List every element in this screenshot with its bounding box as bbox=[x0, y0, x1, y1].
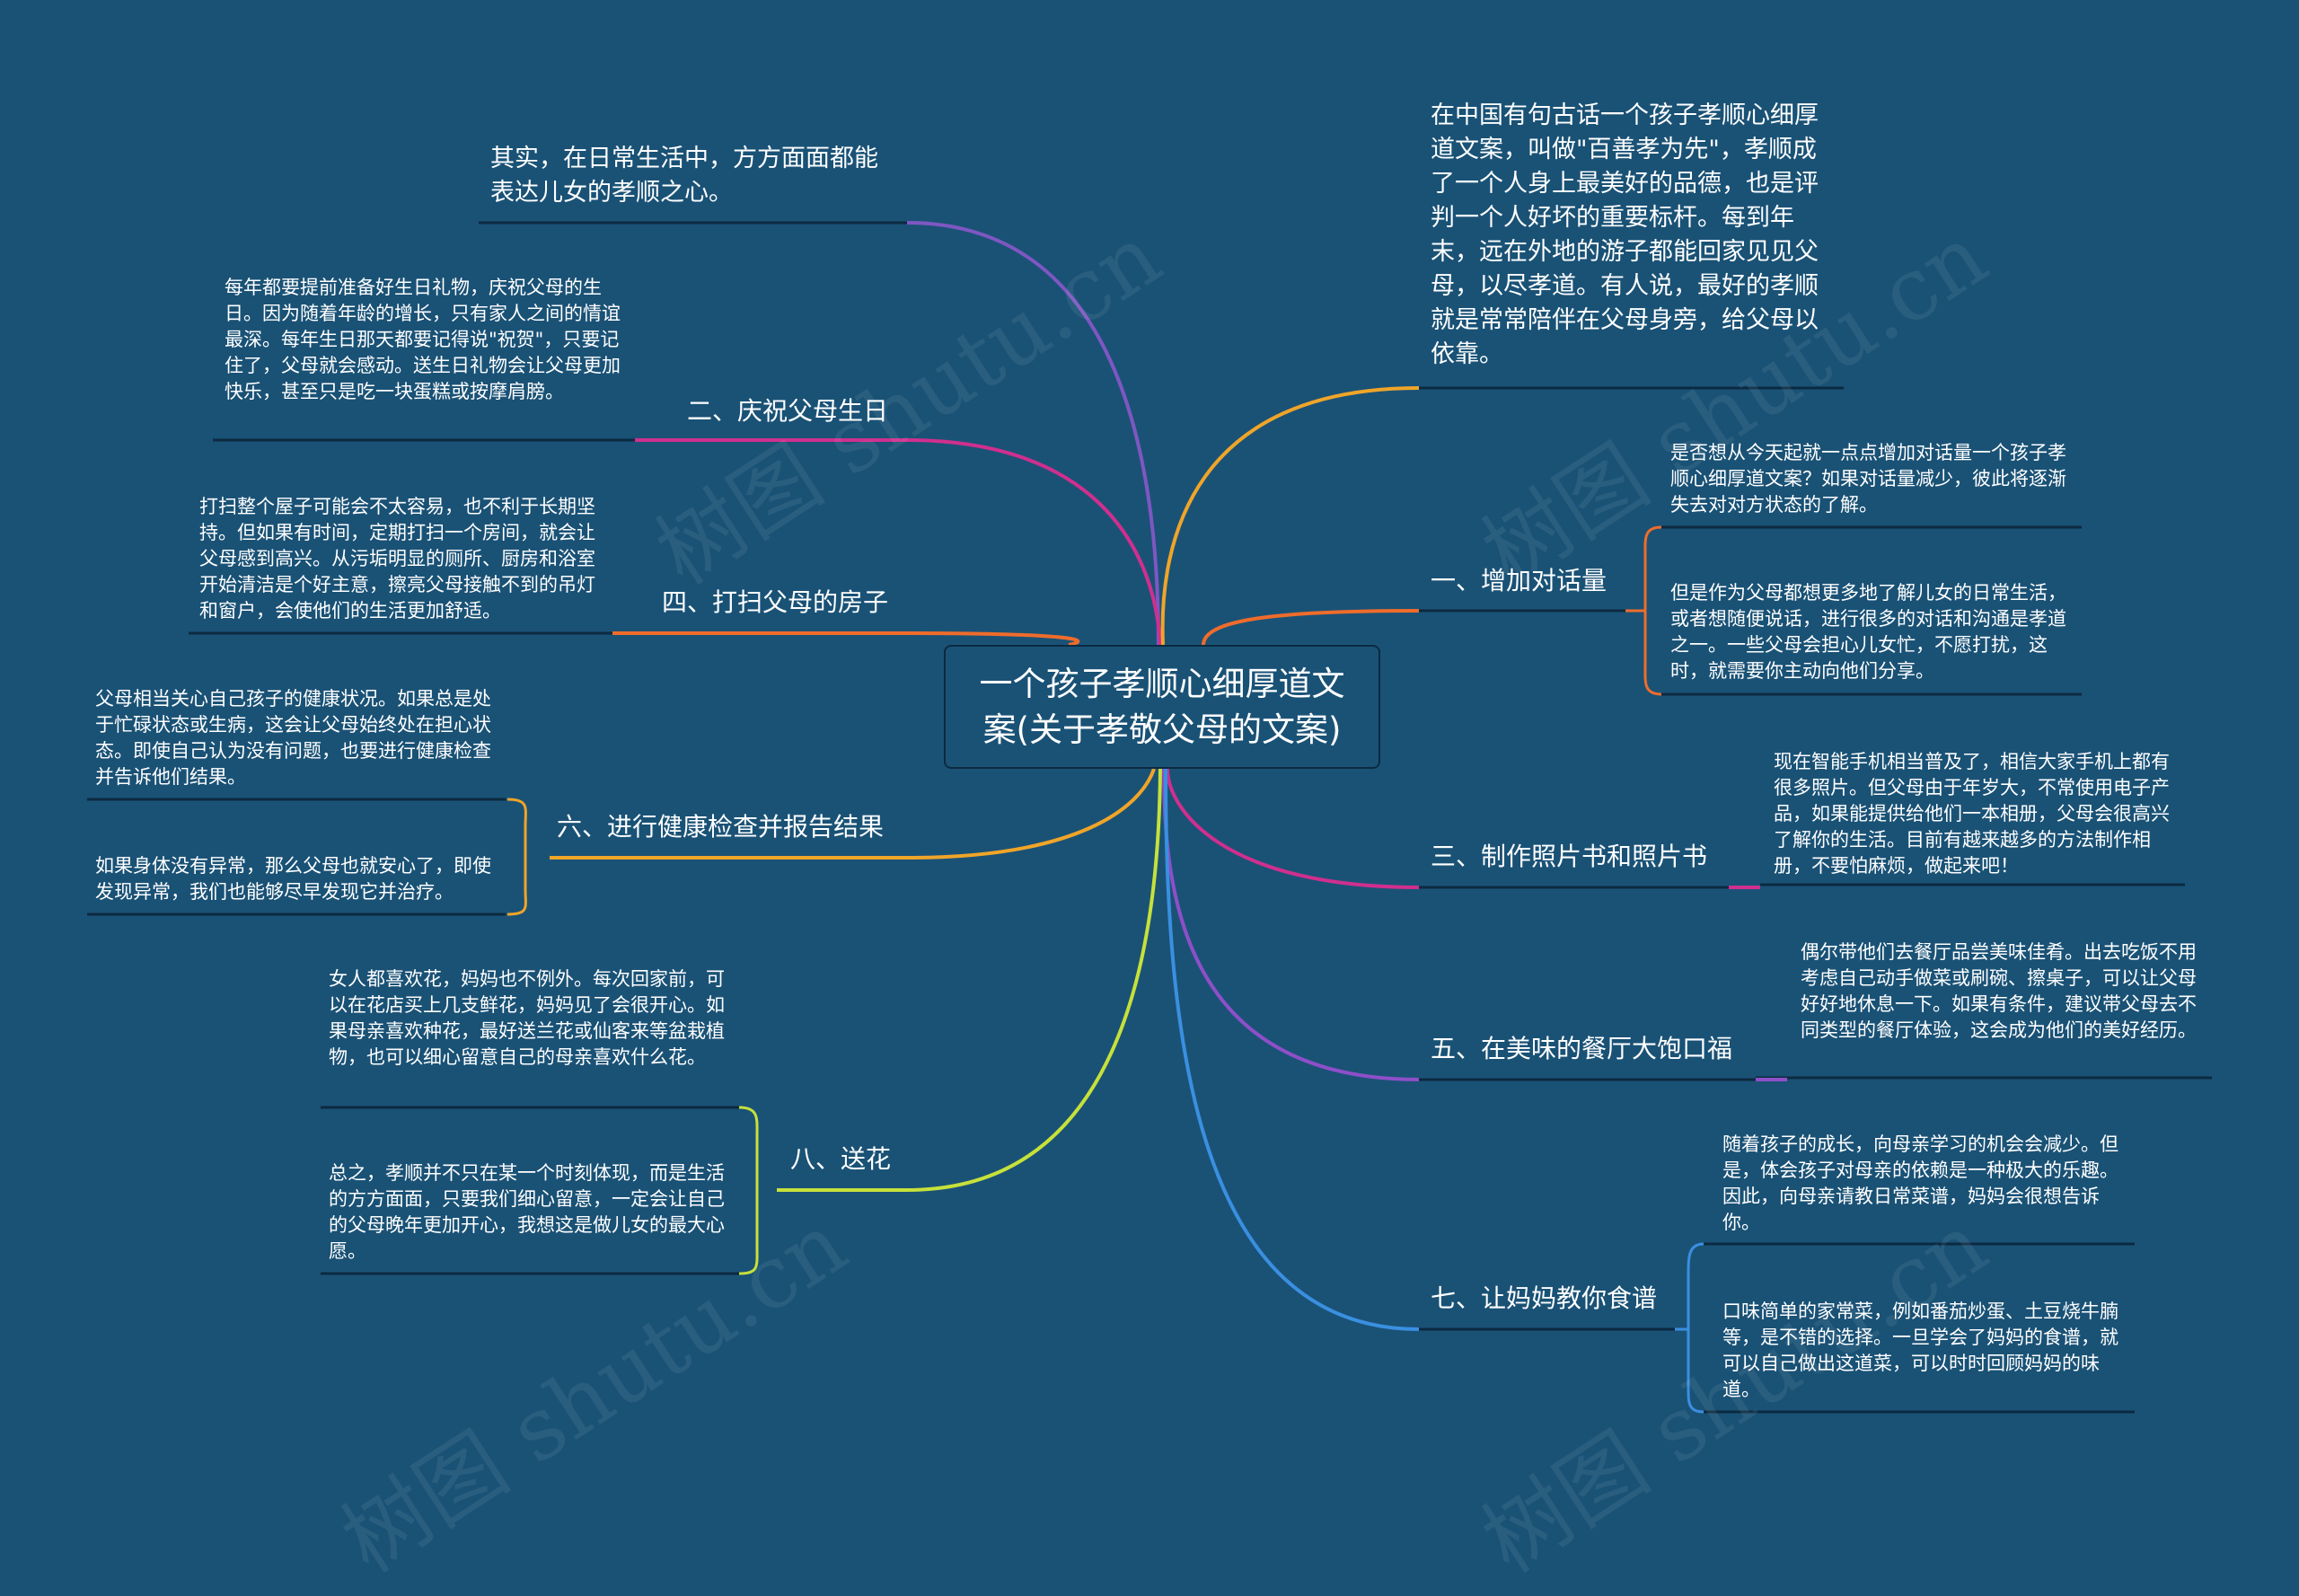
conversation-detail-1: 是否想从今天起就一点点增加对话量一个孩子孝顺心细厚道文案？如果对话量减少，彼此将… bbox=[1670, 442, 2066, 516]
branch-intro-left bbox=[906, 221, 1160, 646]
bracket-flowers bbox=[738, 1106, 759, 1275]
branch-birthday bbox=[906, 438, 1162, 646]
bracket-recipes bbox=[1687, 1242, 1704, 1414]
branch-conversation bbox=[1202, 609, 1420, 646]
center-topic-label: 一个孩子孝顺心细厚道文案(关于孝敬父母的文案) bbox=[979, 665, 1345, 749]
branch-intro-right bbox=[1160, 386, 1420, 646]
bracket-health bbox=[506, 798, 527, 916]
restaurant-detail: 偶尔带他们去餐厅品尝美味佳肴。出去吃饭不用考虑自己动手做菜或刷碗、擦桌子，可以让… bbox=[1801, 941, 2197, 1041]
cleaning-label[interactable]: 四、打扫父母的房子 bbox=[662, 587, 889, 617]
birthday-label[interactable]: 二、庆祝父母生日 bbox=[687, 396, 889, 426]
health-detail-1: 父母相当关心自己孩子的健康状况。如果总是处于忙碌状态或生病，这会让父母始终处在担… bbox=[95, 688, 491, 788]
flowers-label[interactable]: 八、送花 bbox=[790, 1144, 892, 1174]
photos-detail: 现在智能手机相当普及了，相信大家手机上都有很多照片。但父母由于年岁大，不常使用电… bbox=[1774, 751, 2170, 877]
branch-recipes bbox=[1164, 768, 1420, 1331]
text-underlines bbox=[87, 221, 2212, 1414]
branch-restaurant bbox=[1162, 768, 1420, 1081]
bracket-conversation bbox=[1643, 525, 1662, 696]
branch-health bbox=[906, 768, 1156, 860]
health-detail-2: 如果身体没有异常，那么父母也就安心了，即使发现异常，我们也能够尽早发现它并治疗。 bbox=[95, 855, 491, 903]
flowers-detail-2: 总之，孝顺并不只在某一个时刻体现，而是生活的方方面面，只要我们细心留意，一定会让… bbox=[329, 1162, 725, 1262]
restaurant-label[interactable]: 五、在美味的餐厅大饱口福 bbox=[1431, 1034, 1733, 1063]
branch-flowers bbox=[906, 768, 1162, 1192]
recipes-detail-1: 随着孩子的成长，向母亲学习的机会会减少。但是，体会孩子对母亲的依赖是一种极大的乐… bbox=[1722, 1133, 2118, 1233]
recipes-detail-2: 口味简单的家常菜，例如番茄炒蛋、土豆烧牛腩等，是不错的选择。一旦学会了妈妈的食谱… bbox=[1722, 1301, 2118, 1400]
photos-label[interactable]: 三、制作照片书和照片书 bbox=[1431, 842, 1708, 871]
branch-cleaning bbox=[906, 631, 1080, 647]
center-topic[interactable]: 一个孩子孝顺心细厚道文案(关于孝敬父母的文案) bbox=[944, 645, 1380, 769]
cleaning-detail: 打扫整个屋子可能会不太容易，也不利于长期坚持。但如果有时间，定期打扫一个房间，就… bbox=[199, 496, 595, 622]
right-intro-text: 在中国有句古话一个孩子孝顺心细厚道文案，叫做"百善孝为先"，孝顺成了一个人身上最… bbox=[1431, 101, 1819, 368]
branch-photos bbox=[1166, 768, 1420, 889]
mindmap-connectors bbox=[87, 221, 2212, 1414]
health-label[interactable]: 六、进行健康检查并报告结果 bbox=[557, 812, 885, 842]
left-intro-text: 其实，在日常生活中，方方面面都能表达儿女的孝顺之心。 bbox=[490, 145, 878, 207]
flowers-detail-1: 女人都喜欢花，妈妈也不例外。每次回家前，可以在花店买上几支鲜花，妈妈见了会很开心… bbox=[329, 968, 725, 1068]
conversation-label[interactable]: 一、增加对话量 bbox=[1431, 566, 1608, 595]
recipes-label[interactable]: 七、让妈妈教你食谱 bbox=[1431, 1283, 1658, 1313]
conversation-detail-2: 但是作为父母都想更多地了解儿女的日常生活，或者想随便说话，进行很多的对话和沟通是… bbox=[1670, 582, 2066, 682]
birthday-detail: 每年都要提前准备好生日礼物，庆祝父母的生日。因为随着年龄的增长，只有家人之间的情… bbox=[225, 277, 621, 402]
